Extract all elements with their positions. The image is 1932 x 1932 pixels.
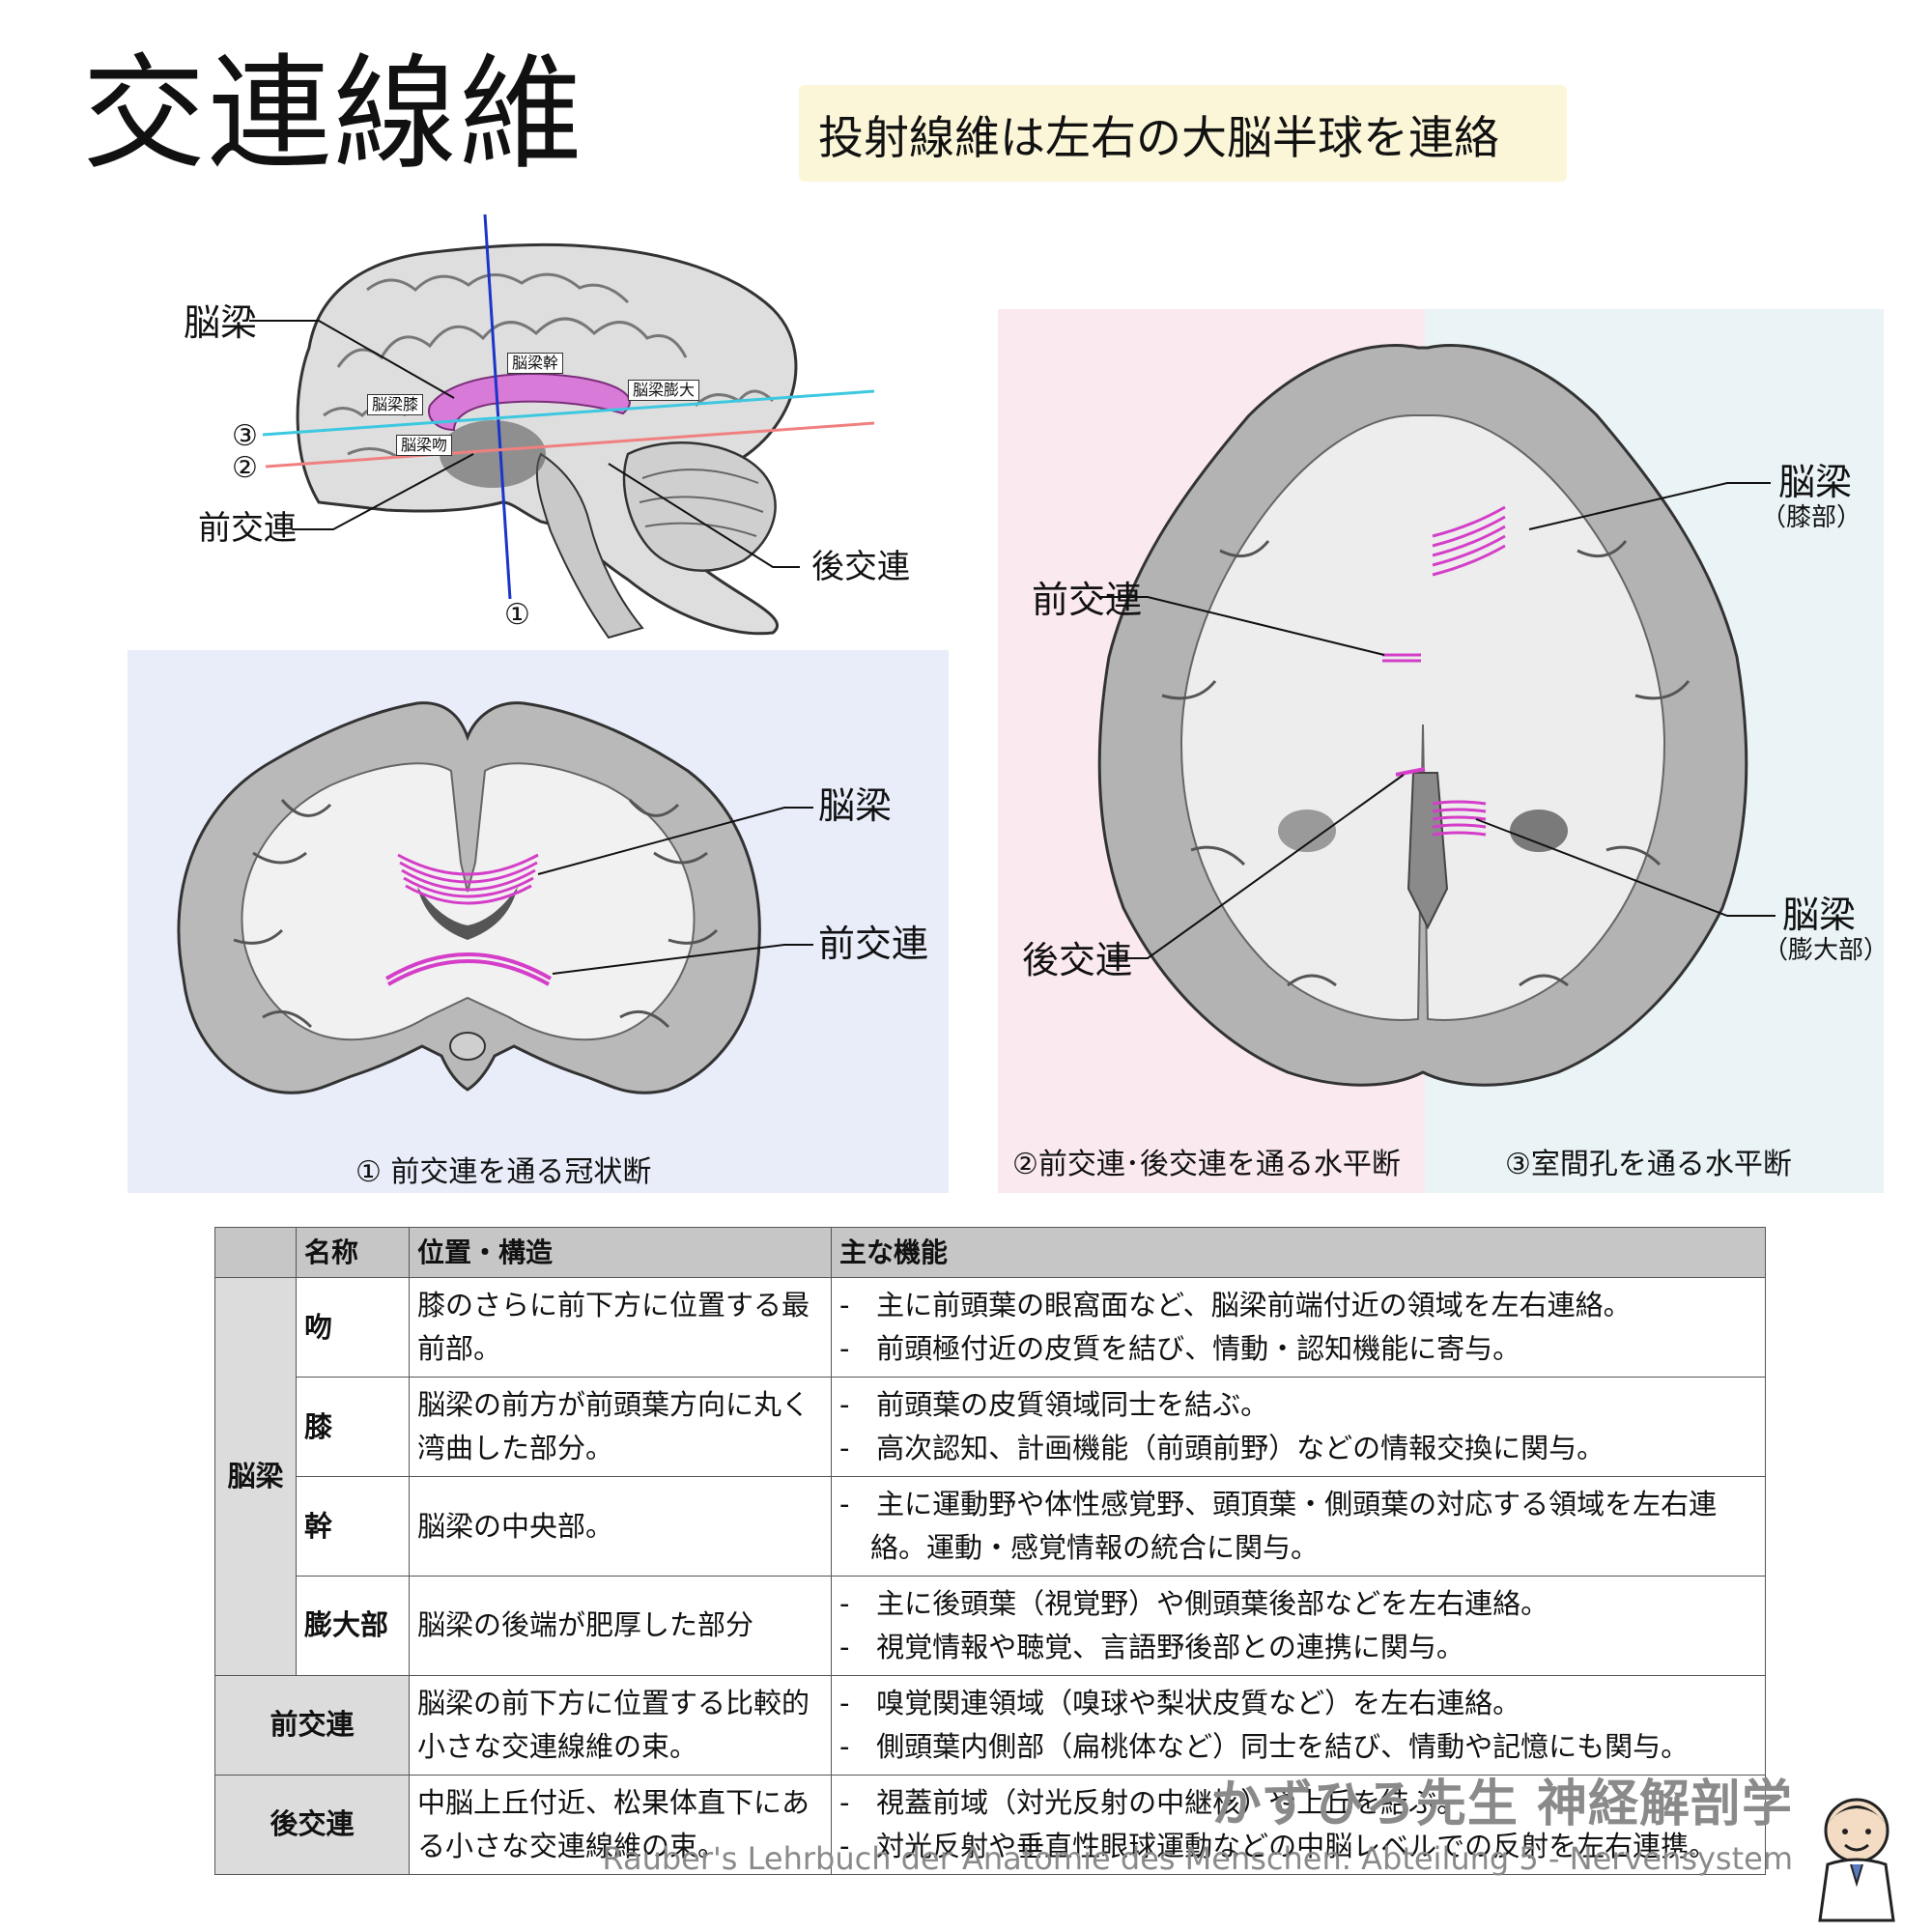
function-item: 視覚情報や聴覚、言語野後部との連携に関与。 (839, 1626, 1757, 1669)
table-header-function: 主な機能 (831, 1226, 1766, 1279)
table-row: 後交連 中脳上丘付近、松果体直下にある小さな交連線維の束。 視蓋前域（対光反射の… (214, 1774, 1766, 1875)
table-cell-function: 主に後頭葉（視覚野）や側頭葉後部などを左右連絡。 視覚情報や聴覚、言語野後部との… (831, 1576, 1766, 1676)
cut-line-1 (483, 213, 512, 600)
horizontal-label-callosum-genu-sub: （膝部） (1761, 503, 1862, 532)
subtitle-text: 投射線維は左右の大脳半球を連絡 (818, 111, 1499, 165)
table-row: 幹 脳梁の中央部。 主に運動野や体性感覚野、頭頂葉・側頭葉の対応する領域を左右連… (215, 1476, 1766, 1577)
sagittal-label-posterior-commissure: 後交連 (811, 548, 910, 586)
horizontal-caption-right: ③室間孔を通る水平断 (1505, 1148, 1792, 1181)
label-callosum-genu: 脳梁膝 (367, 394, 424, 415)
table-cell-position: 脳梁の中央部。 (409, 1476, 832, 1577)
label-callosum-rostrum: 脳梁吻 (396, 435, 453, 456)
table-cell-position: 中脳上丘付近、松果体直下にある小さな交連線維の束。 (409, 1774, 832, 1875)
label-callosum-trunk: 脳梁幹 (507, 353, 564, 374)
table-cell-function: 主に前頭葉の眼窩面など、脳梁前端付近の領域を左右連絡。 前頭極付近の皮質を結び、… (831, 1277, 1766, 1378)
function-item: 対光反射や垂直性眼球運動などの中脳レベルでの反射を左右連携。 (839, 1825, 1757, 1868)
function-item: 前頭極付近の皮質を結び、情動・認知機能に寄与。 (839, 1327, 1757, 1371)
horizontal-label-callosum-splenium-sub: （膨大部） (1763, 936, 1889, 965)
table-row: 膝 脳梁の前方が前頭葉方向に丸く湾曲した部分。 前頭葉の皮質領域同士を結ぶ。 高… (215, 1377, 1766, 1478)
sagittal-line1-marker: ① (504, 598, 530, 632)
table-group-corpus-callosum: 脳梁 (214, 1277, 297, 1676)
function-item: 主に前頭葉の眼窩面など、脳梁前端付近の領域を左右連絡。 (839, 1284, 1757, 1327)
table-cell-position: 膝のさらに前下方に位置する最前部。 (409, 1277, 832, 1378)
page-title: 交連線維 (82, 43, 585, 186)
horizontal-label-posterior-commissure: 後交連 (1022, 939, 1133, 981)
table-row: 前交連 脳梁の前下方に位置する比較的小さな交連線維の束。 嗅覚関連領域（嗅球や梨… (214, 1674, 1766, 1776)
table-cell-name: 後交連 (214, 1774, 410, 1875)
table-cell-name: 膨大部 (296, 1576, 410, 1676)
horizontal-caption-left: ②前交連･後交連を通る水平断 (1012, 1148, 1401, 1181)
table-header-group (214, 1226, 297, 1279)
horizontal-label-callosum-splenium: 脳梁 (1782, 894, 1857, 936)
table-cell-name: 膝 (296, 1377, 410, 1478)
coronal-label-anterior-commissure: 前交連 (818, 923, 929, 965)
table-row: 脳梁 吻 膝のさらに前下方に位置する最前部。 主に前頭葉の眼窩面など、脳梁前端付… (214, 1277, 1766, 1676)
function-item: 側頭葉内側部（扁桃体など）同士を結び、情動や記憶にも関与。 (839, 1725, 1757, 1769)
sagittal-brain-illustration (249, 213, 875, 639)
cut-line-3 (262, 389, 875, 437)
label-callosum-splenium: 脳梁膨大 (628, 380, 700, 401)
horizontal-section-illustration (1097, 344, 1776, 1087)
table-header-name: 名称 (296, 1226, 410, 1279)
horizontal-panel: 前交連 後交連 脳梁 （膝部） 脳梁 （膨大部） ②前交連･後交連を通る水平断 … (998, 309, 1889, 1193)
cut-line-2 (265, 421, 875, 469)
table-row: 膨大部 脳梁の後端が肥厚した部分 主に後頭葉（視覚野）や側頭葉後部などを左右連絡… (215, 1576, 1766, 1676)
table-cell-function: 前頭葉の皮質領域同士を結ぶ。 高次認知、計画機能（前頭前野）などの情報交換に関与… (831, 1377, 1766, 1478)
table-header-position: 位置・構造 (409, 1226, 832, 1279)
subtitle-box: 投射線維は左右の大脳半球を連絡 (799, 85, 1567, 182)
function-item: 高次認知、計画機能（前頭前野）などの情報交換に関与。 (839, 1427, 1757, 1470)
table-cell-name: 吻 (296, 1277, 410, 1378)
footer-source: Rauber's Lehrbuch der Anatomie des Mensc… (602, 1840, 1793, 1877)
sagittal-label-corpus-callosum: 脳梁 (184, 301, 258, 344)
horizontal-label-anterior-commissure: 前交連 (1032, 579, 1143, 621)
table-cell-position: 脳梁の前方が前頭葉方向に丸く湾曲した部分。 (409, 1377, 832, 1478)
function-item: 主に後頭葉（視覚野）や側頭葉後部などを左右連絡。 (839, 1582, 1757, 1626)
coronal-panel: 脳梁 前交連 ① 前交連を通る冠状断 (128, 650, 949, 1193)
sagittal-line3-marker: ③ (232, 419, 258, 453)
commissure-table: 名称 位置・構造 主な機能 脳梁 吻 膝のさらに前下方に位置する最前部。 主に前… (214, 1226, 1766, 1875)
sagittal-figure: 脳梁 前交連 後交連 ③ ② ① 脳梁幹 脳梁膝 脳梁膨大 脳梁吻 (0, 0, 966, 657)
table-cell-position: 脳梁の前下方に位置する比較的小さな交連線維の束。 (409, 1674, 832, 1776)
sagittal-line2-marker: ② (232, 451, 258, 485)
coronal-caption: ① 前交連を通る冠状断 (355, 1155, 652, 1189)
table-cell-name: 幹 (296, 1476, 410, 1577)
table-header-row: 名称 位置・構造 主な機能 (214, 1226, 1766, 1279)
table-cell-function: 主に運動野や体性感覚野、頭頂葉・側頭葉の対応する領域を左右連絡。運動・感覚情報の… (831, 1476, 1766, 1577)
function-item: 主に運動野や体性感覚野、頭頂葉・側頭葉の対応する領域を左右連絡。運動・感覚情報の… (839, 1483, 1757, 1570)
table-cell-function: 視蓋前域（対光反射の中継核）や上丘を結ぶ。 対光反射や垂直性眼球運動などの中脳レ… (831, 1774, 1766, 1875)
table-cell-name: 前交連 (214, 1674, 410, 1776)
table-cell-function: 嗅覚関連領域（嗅球や梨状皮質など）を左右連絡。 側頭葉内側部（扁桃体など）同士を… (831, 1674, 1766, 1776)
table-cell-position: 脳梁の後端が肥厚した部分 (409, 1576, 832, 1676)
footer-brand: かずひろ先生 神経解剖学 (1210, 1776, 1793, 1833)
coronal-section-illustration (177, 701, 813, 1094)
horizontal-label-callosum-genu: 脳梁 (1778, 461, 1853, 503)
coronal-label-corpus-callosum: 脳梁 (818, 784, 893, 827)
function-item: 嗅覚関連領域（嗅球や梨状皮質など）を左右連絡。 (839, 1682, 1757, 1725)
sagittal-label-anterior-commissure: 前交連 (198, 509, 297, 548)
author-avatar-icon (1818, 1798, 1895, 1922)
function-item: 視蓋前域（対光反射の中継核）や上丘を結ぶ。 (839, 1781, 1757, 1825)
function-item: 前頭葉の皮質領域同士を結ぶ。 (839, 1383, 1757, 1427)
